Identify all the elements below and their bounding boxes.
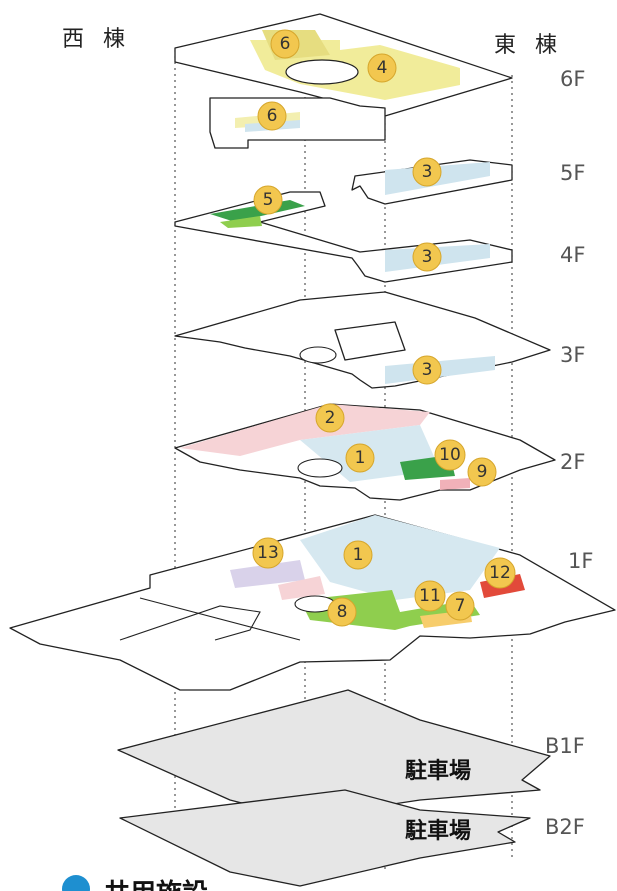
number-badge: 12 xyxy=(484,557,516,589)
svg-text:2: 2 xyxy=(325,408,336,428)
number-badge: 5 xyxy=(253,185,283,215)
svg-text:4: 4 xyxy=(377,58,388,78)
floor-b2f xyxy=(119,789,531,887)
svg-text:7: 7 xyxy=(455,596,466,616)
number-badge: 3 xyxy=(412,355,442,385)
number-badge: 10 xyxy=(434,439,466,471)
number-badge: 1 xyxy=(345,443,375,473)
svg-text:8: 8 xyxy=(337,602,348,622)
number-badge: 3 xyxy=(412,157,442,187)
floor-label-2f: 2F xyxy=(560,450,585,474)
number-badge: 2 xyxy=(315,403,345,433)
number-badge: 9 xyxy=(467,457,497,487)
svg-text:3: 3 xyxy=(422,162,433,182)
floor-4f xyxy=(174,191,513,283)
floor-label-3f: 3F xyxy=(560,343,585,367)
svg-text:13: 13 xyxy=(257,543,279,563)
floor-label-5f: 5F xyxy=(560,161,585,185)
floor-label-1f: 1F xyxy=(568,549,593,573)
svg-text:12: 12 xyxy=(489,563,511,583)
svg-text:6: 6 xyxy=(280,34,291,54)
west-wing-label: 西 棟 xyxy=(62,27,131,52)
number-badge: 13 xyxy=(252,537,284,569)
floor-6f xyxy=(174,13,513,149)
floor-label-6f: 6F xyxy=(560,67,585,91)
svg-text:11: 11 xyxy=(419,586,441,606)
svg-text:1: 1 xyxy=(353,545,364,565)
east-wing-label: 東 棟 xyxy=(494,33,563,58)
number-badge: 6 xyxy=(257,101,287,131)
number-badge: 1 xyxy=(343,540,373,570)
svg-text:3: 3 xyxy=(422,247,433,267)
number-badge: 4 xyxy=(367,53,397,83)
floor-1f xyxy=(9,514,616,691)
parking-label-b2f: 駐車場 xyxy=(405,818,471,844)
footer-title: 共用施設 xyxy=(104,878,209,891)
number-badge: 11 xyxy=(414,580,446,612)
floor-label-4f: 4F xyxy=(560,243,585,267)
svg-text:3: 3 xyxy=(422,360,433,380)
svg-text:9: 9 xyxy=(477,462,488,482)
number-badge: 7 xyxy=(445,591,475,621)
svg-text:6: 6 xyxy=(267,106,278,126)
svg-text:1: 1 xyxy=(355,448,366,468)
svg-text:5: 5 xyxy=(263,190,274,210)
number-badge: 3 xyxy=(412,242,442,272)
floor-label-b1f: B1F xyxy=(545,734,585,758)
footer-dot-icon xyxy=(62,875,90,891)
number-badge: 8 xyxy=(327,597,357,627)
svg-text:10: 10 xyxy=(439,445,461,465)
number-badge: 6 xyxy=(270,29,300,59)
parking-label-b1f: 駐車場 xyxy=(405,758,471,784)
floor-3f xyxy=(174,291,551,389)
floor-label-b2f: B2F xyxy=(545,815,585,839)
